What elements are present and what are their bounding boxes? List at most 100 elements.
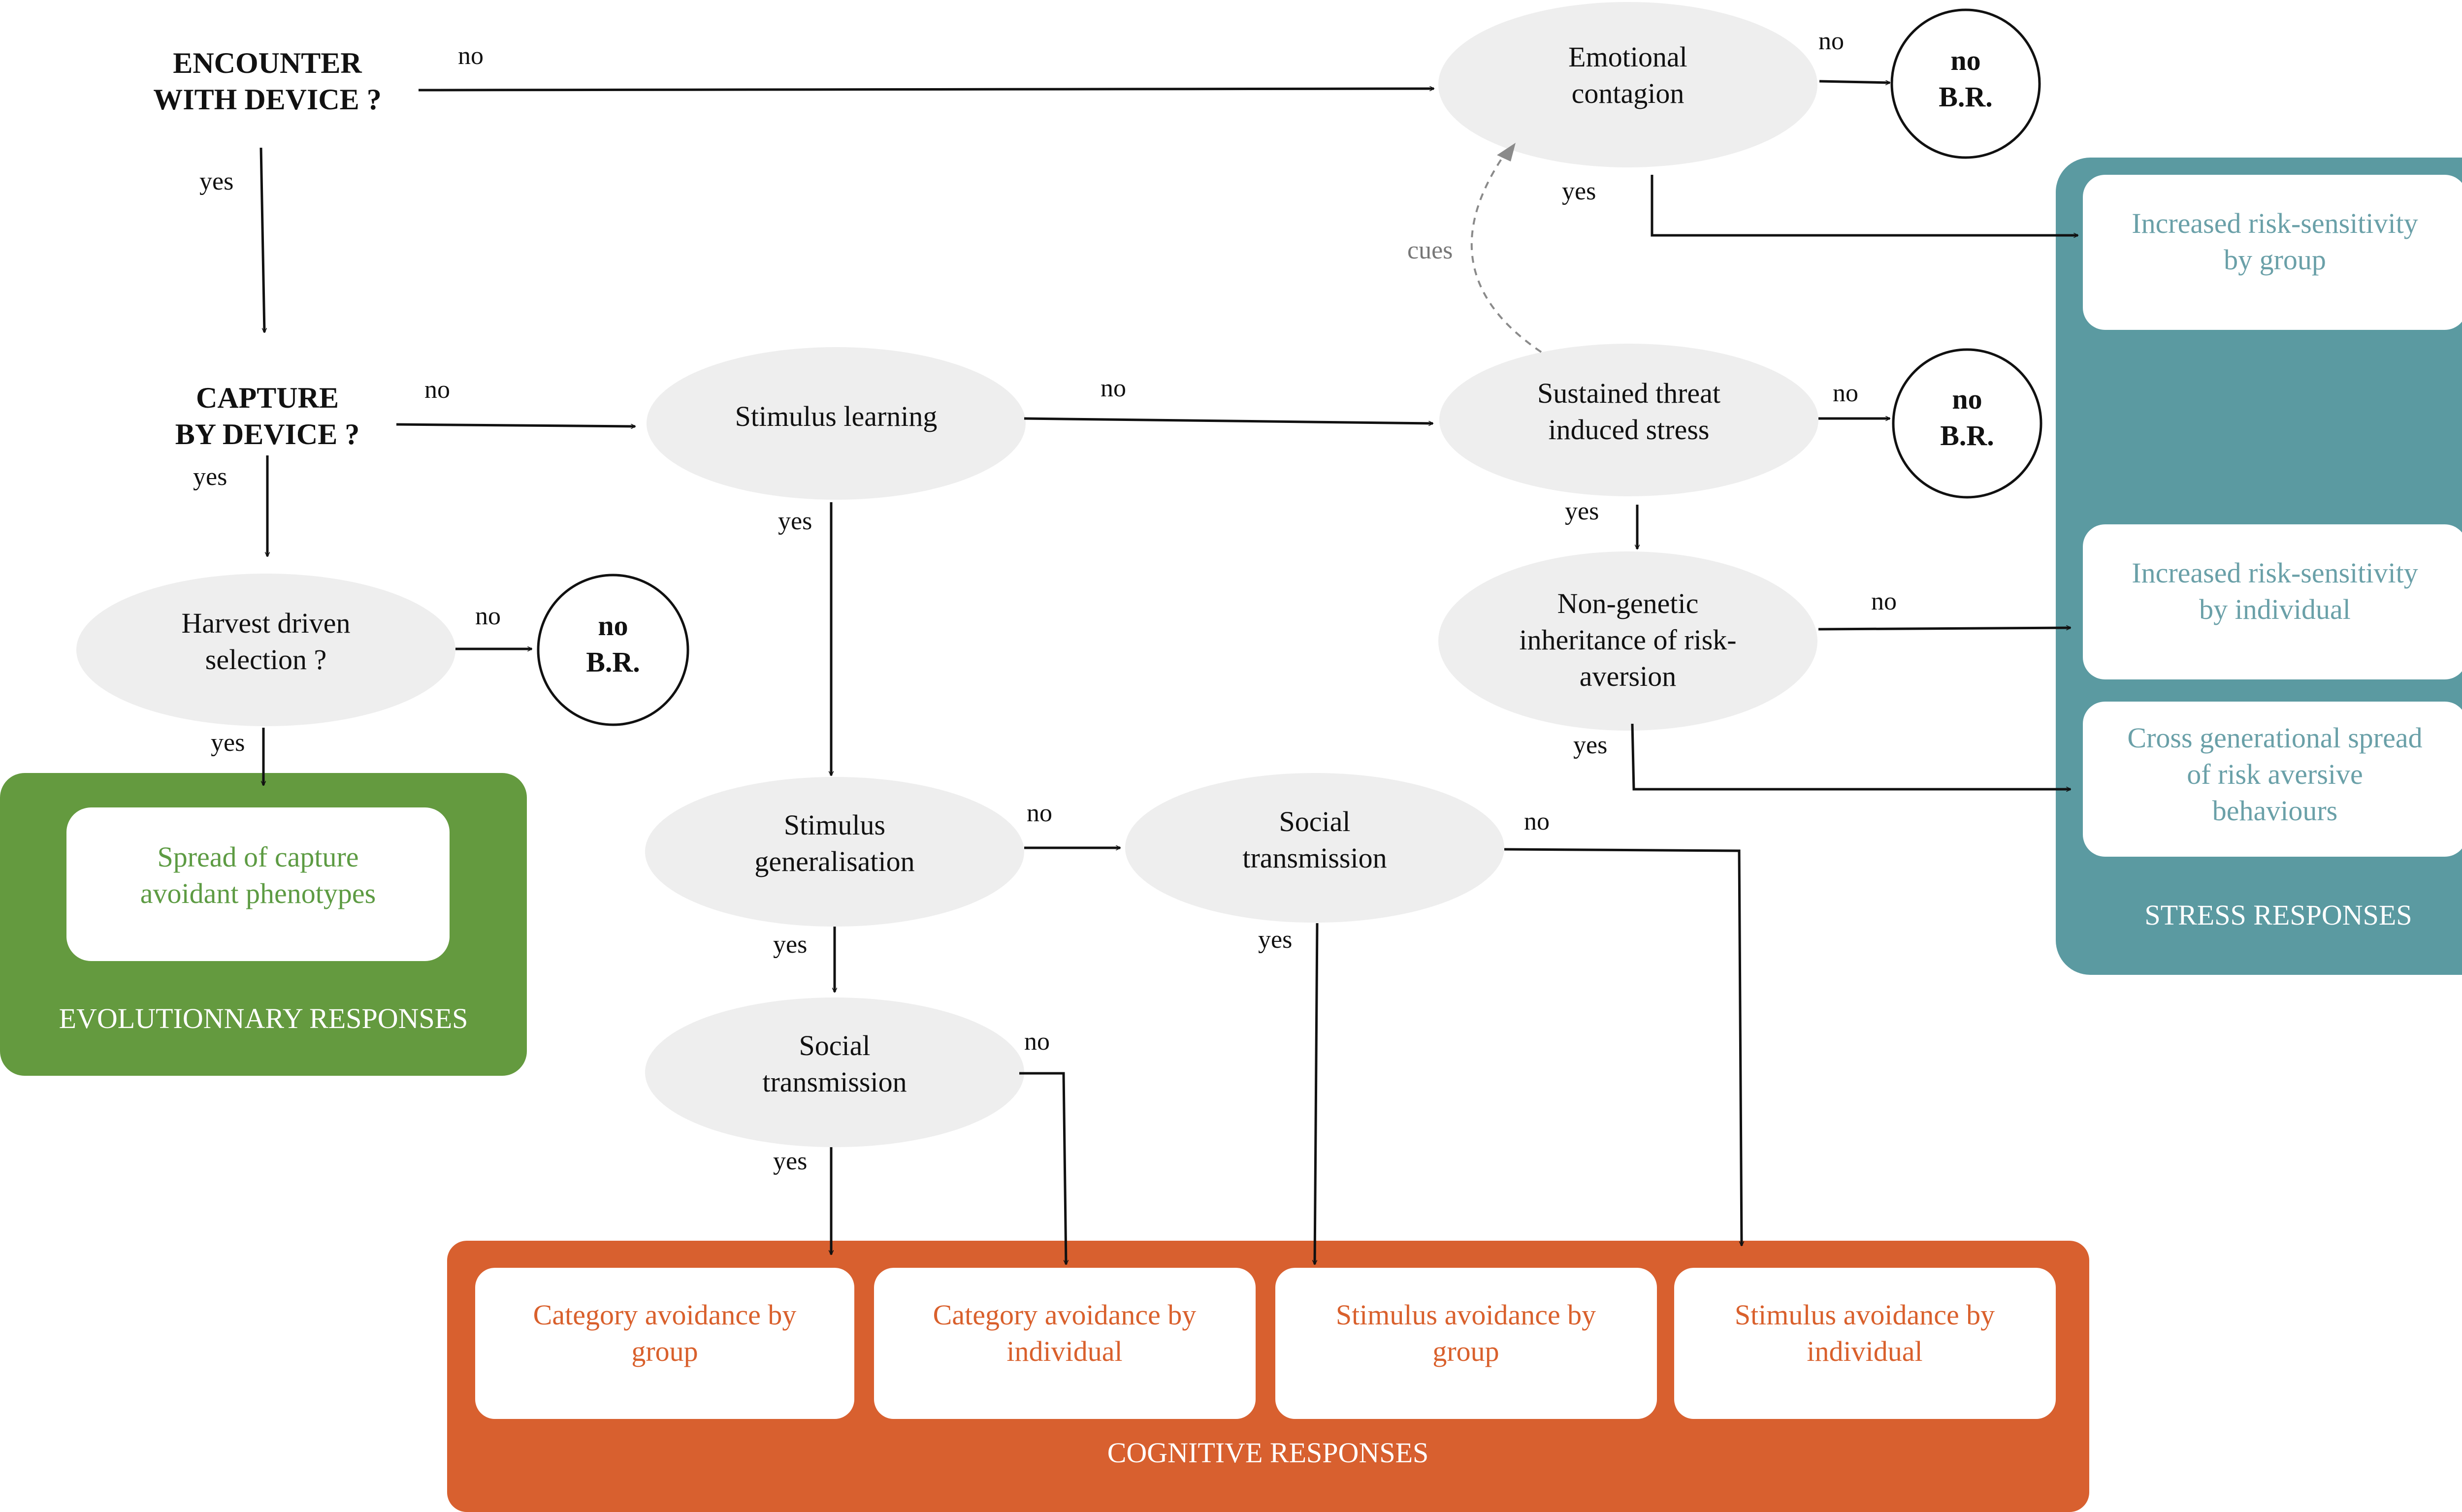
cognitive-panel: Category avoidance by group Category avoi… [447,1241,2089,1512]
edge-label-yes: yes [199,167,233,195]
edge-label-no: no [1101,374,1126,402]
non-genetic-node-line: inheritance of risk- [1519,624,1736,656]
sustained-threat-node-line: induced stress [1549,414,1710,446]
edge-label-no: no [1871,587,1897,615]
no-response-line: B.R. [1940,419,1994,451]
svg-text:noB.R.: noB.R. [1940,383,1994,451]
edge-label-no: no [424,376,450,404]
evolutionary-item-line: Spread of capture [157,841,358,873]
arrow [1504,848,1742,1246]
edge-label-no: no [1027,799,1052,827]
no-response-line: no [1952,383,1982,415]
encounter-question-line: WITH DEVICE ? [153,83,381,116]
edge-label-no: no [1024,1028,1050,1056]
stimulus-generalisation-node-line: generalisation [754,845,914,877]
edge-labels: no no yes yes cues no yes no no yes yes … [193,27,1897,1175]
cognitive-item-line: Stimulus avoidance by [1336,1299,1596,1331]
edge-label-yes: yes [1258,926,1292,954]
cognitive-item-line: group [1432,1335,1499,1367]
social-transmission-node-line: transmission [762,1066,907,1098]
no-response-line: B.R. [586,646,640,678]
connectors [259,80,2078,1264]
cognitive-panel-title: COGNITIVE RESPONSES [1107,1437,1429,1469]
edge-label-no: no [1833,379,1858,407]
edge-label-yes: yes [1573,731,1607,759]
stimulus-generalisation-node: Stimulus generalisation [645,777,1024,927]
arrow [1315,923,1319,1264]
arrow [418,89,1434,92]
stress-item-line: Cross generational spread [2127,722,2422,754]
edge-label-yes: yes [1565,497,1599,525]
emotional-contagion-node-line: Emotional [1568,41,1687,73]
cognitive-item-line: group [631,1335,698,1367]
non-genetic-node-line: Non-genetic [1557,587,1699,619]
stress-item-line: Increased risk-sensitivity [2132,557,2418,589]
cognitive-item-line: Stimulus avoidance by [1735,1299,1995,1331]
edge-label-yes: yes [1562,177,1596,205]
edge-label-no: no [1524,807,1550,836]
stress-item-line: Increased risk-sensitivity [2132,207,2418,239]
emotional-contagion-node-line: contagion [1572,77,1685,109]
stress-item-line: by individual [2199,593,2351,625]
stimulus-generalisation-node-line: Stimulus [784,809,885,841]
edge-label-yes: yes [773,1147,807,1175]
cognitive-item-box [475,1268,854,1419]
edge-label-cues: cues [1407,236,1453,264]
encounter-question-line: ENCOUNTER [173,47,362,79]
social-transmission-node: Social transmission [1125,773,1504,923]
cognitive-item-box [1275,1268,1657,1419]
arrow [1019,1072,1066,1264]
evolutionary-panel-title: EVOLUTIONNARY RESPONSES [59,1002,468,1034]
stimulus-learning-node-line: Stimulus learning [735,400,938,432]
cognitive-item-box [1674,1268,2056,1419]
sustained-threat-node-line: Sustained threat [1537,377,1720,409]
encounter-question: ENCOUNTER WITH DEVICE ? [153,47,381,116]
cognitive-item-line: Category avoidance by [933,1299,1197,1331]
arrow [1651,175,2078,235]
arrow [1818,628,2071,631]
cognitive-item-line: Category avoidance by [533,1299,797,1331]
stress-item-line: behaviours [2212,795,2338,827]
social-transmission-node-line: transmission [1242,842,1387,874]
arrow [1631,723,2071,789]
arrow [259,147,264,332]
stress-item-box [2083,175,2462,330]
edge-label-yes: yes [211,729,245,757]
no-response-line: no [598,610,628,642]
edge-label-yes: yes [773,931,807,959]
arrow [1819,80,1890,83]
social-transmission-node-line: Social [1279,805,1351,837]
non-genetic-node-line: aversion [1580,660,1677,692]
no-response-line: no [1950,44,1980,76]
stimulus-learning-node: Stimulus learning [647,347,1026,500]
capture-question-line: BY DEVICE ? [175,418,360,450]
sustained-threat-node: Sustained threat induced stress [1439,344,1818,496]
svg-text:noB.R.: noB.R. [586,610,640,678]
svg-text:noB.R.: noB.R. [1939,44,1993,113]
cognitive-item-line: individual [1006,1335,1122,1367]
cognitive-item-box [874,1268,1256,1419]
edge-label-yes: yes [193,463,227,491]
harvest-node-line: selection ? [205,643,326,676]
edge-label-yes: yes [778,507,812,535]
cognitive-item-line: individual [1807,1335,1922,1367]
